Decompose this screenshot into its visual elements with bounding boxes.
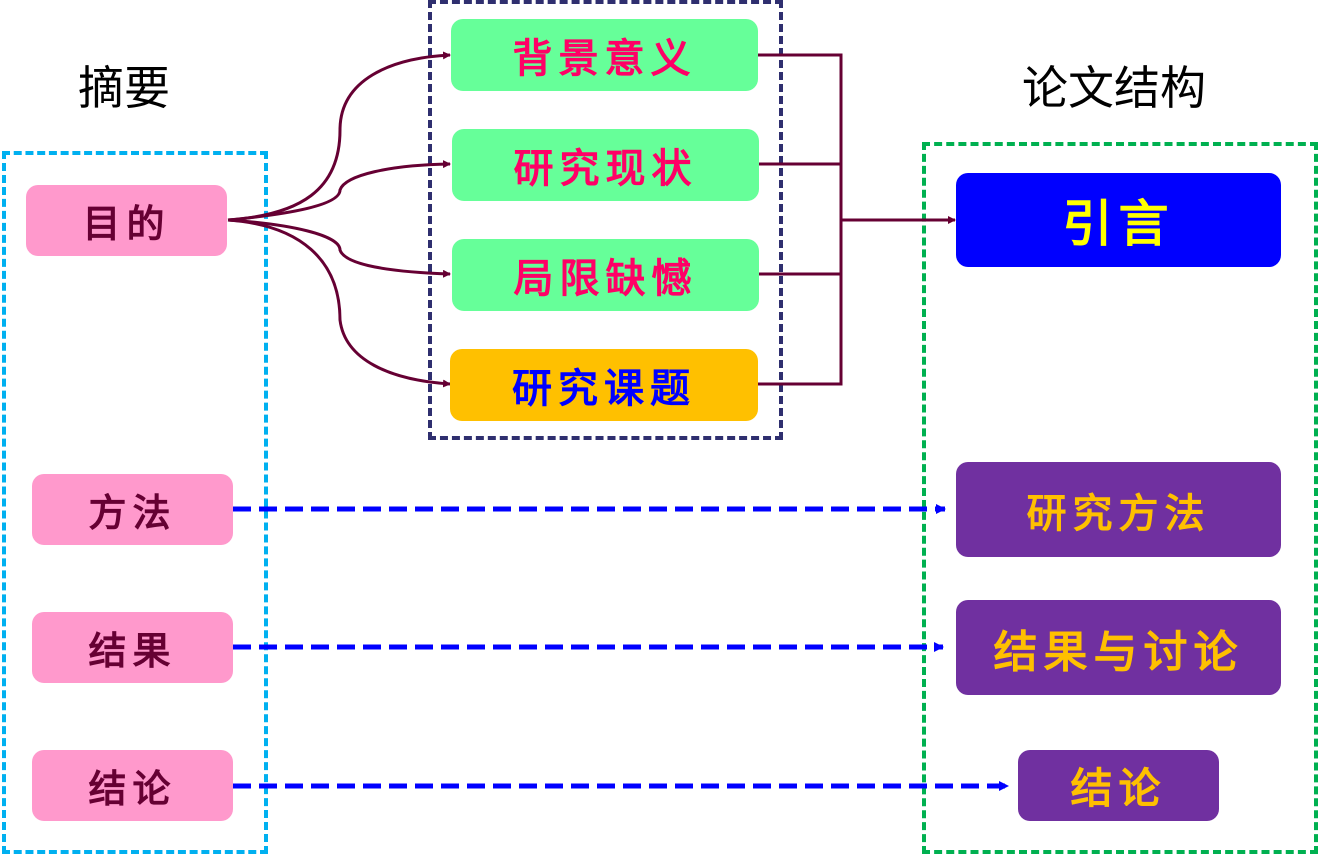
abstract-item-label: 结论 (88, 766, 177, 811)
connector-purpose-to-background (227, 51, 451, 222)
structure-item-label: 引言 (1062, 194, 1175, 253)
purpose-item-background: 背景意义 (451, 19, 758, 91)
abstract-item-label: 方法 (88, 490, 177, 535)
abstract-heading: 摘要 (78, 61, 170, 115)
purpose-item-limitations: 局限缺憾 (452, 239, 759, 311)
paper-structure-heading: 论文结构 (1022, 61, 1206, 115)
structure-frame (922, 142, 1318, 854)
abstract-item-label: 目的 (82, 201, 171, 246)
purpose-item-research-status: 研究现状 (452, 129, 759, 201)
abstract-item-purpose: 目的 (26, 185, 227, 256)
structure-item-results-discussion: 结果与讨论 (956, 600, 1281, 695)
structure-item-conclusion: 结论 (1018, 750, 1219, 821)
purpose-item-label: 背景意义 (512, 35, 697, 82)
connector-purpose-to-status (227, 160, 451, 222)
bracket-connector (758, 53, 843, 386)
structure-item-methods: 研究方法 (956, 462, 1281, 557)
purpose-item-label: 研究现状 (513, 145, 698, 192)
abstract-item-results: 结果 (32, 612, 233, 683)
structure-item-label: 结论 (1070, 764, 1167, 813)
structure-item-label: 研究方法 (1026, 489, 1211, 537)
purpose-item-research-topic: 研究课题 (450, 349, 758, 421)
abstract-frame (2, 151, 268, 854)
connector-purpose-to-topic (227, 218, 451, 388)
connector-purpose-to-limitations (227, 218, 451, 278)
purpose-item-label: 局限缺憾 (513, 255, 698, 302)
purpose-breakdown-frame (428, 0, 783, 440)
structure-item-introduction: 引言 (956, 173, 1281, 267)
abstract-item-label: 结果 (88, 628, 177, 673)
purpose-item-label: 研究课题 (512, 365, 696, 412)
abstract-item-methods: 方法 (32, 474, 233, 545)
structure-item-label: 结果与讨论 (993, 626, 1244, 678)
abstract-item-conclusion: 结论 (32, 750, 233, 821)
